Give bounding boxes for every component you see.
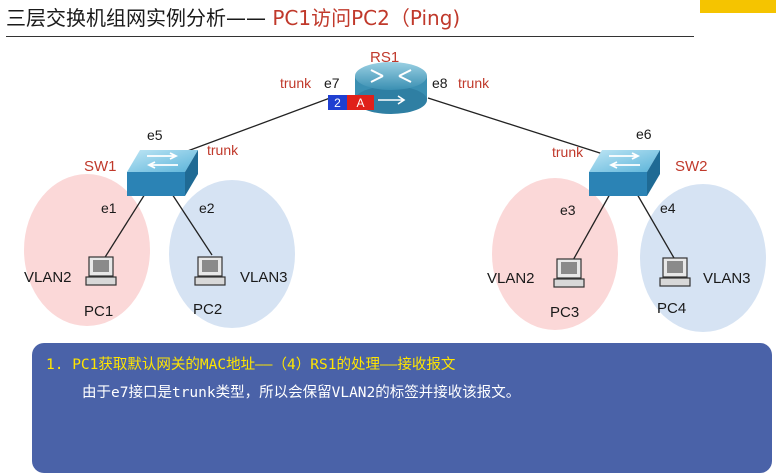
trunk-label-e6: trunk [552, 144, 584, 160]
pc-icon [659, 257, 691, 287]
corner-accent [700, 0, 776, 13]
link-sw2-pc4 [636, 193, 675, 259]
port-label-e2: e2 [199, 200, 215, 216]
vlan3-zone-right [640, 184, 766, 332]
host-label-pc3: PC3 [550, 304, 579, 321]
sw2-name: SW2 [675, 158, 708, 175]
pc-icon [85, 256, 117, 286]
vlan-label-pc3: VLAN2 [487, 270, 535, 287]
frame-box [347, 95, 374, 110]
router-name: RS1 [370, 49, 399, 66]
vlan-tag-box [328, 95, 347, 110]
vlan3-zone-left [169, 180, 295, 328]
host-label-pc2: PC2 [193, 301, 222, 318]
vlan2-zone-left [24, 174, 150, 326]
trunk-label-e8: trunk [458, 75, 490, 91]
port-label-e6: e6 [636, 126, 652, 142]
port-label-e8: e8 [432, 75, 448, 91]
host-label-pc4: PC4 [657, 300, 686, 317]
vlan-label-pc2: VLAN3 [240, 269, 288, 286]
title-divider [6, 36, 694, 37]
explanation-body: 由于e7接口是trunk类型，所以会保留VLAN2的标签并接收该报文。 [82, 385, 521, 401]
port-label-e4: e4 [660, 200, 676, 216]
host-label-pc1: PC1 [84, 303, 113, 320]
title-main: 三层交换机组网实例分析—— [6, 6, 266, 30]
explanation-box: 1. PC1获取默认网关的MAC地址——（4）RS1的处理——接收报文 由于e7… [32, 343, 772, 473]
page-title: 三层交换机组网实例分析—— PC1访问PC2（Ping) [6, 6, 460, 30]
frame-label: A [356, 96, 364, 110]
vlan-label-pc4: VLAN3 [703, 270, 751, 287]
title-highlight: PC1访问PC2（Ping) [266, 6, 461, 30]
vlan2-zone-right [492, 178, 618, 330]
switch-icon [127, 150, 198, 196]
port-label-e7: e7 [324, 75, 340, 91]
link-rs1-sw2 [427, 97, 629, 163]
trunk-label-e5: trunk [207, 142, 239, 158]
link-sw1-pc1 [101, 193, 146, 263]
pc-icon [194, 256, 226, 286]
pc-icon [553, 258, 585, 288]
explanation-heading: 1. PC1获取默认网关的MAC地址——（4）RS1的处理——接收报文 [46, 357, 456, 373]
port-label-e3: e3 [560, 202, 576, 218]
link-sw1-pc2 [171, 193, 213, 256]
vlan-tag-value: 2 [334, 96, 341, 110]
switch-icon [589, 150, 660, 196]
network-topology: 2 A RS1 [24, 49, 766, 332]
trunk-label-e7: trunk [280, 75, 312, 91]
link-sw2-pc3 [571, 193, 611, 263]
port-label-e5: e5 [147, 127, 163, 143]
port-label-e1: e1 [101, 200, 117, 216]
vlan-label-pc1: VLAN2 [24, 269, 72, 286]
sw1-name: SW1 [84, 158, 117, 175]
